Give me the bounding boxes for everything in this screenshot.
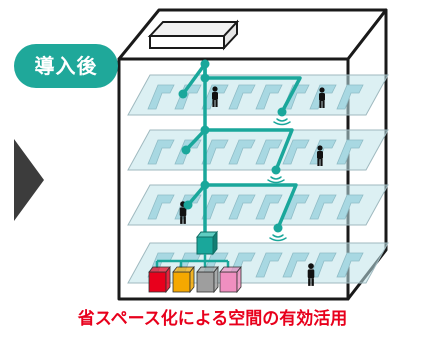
- desk: [174, 84, 202, 110]
- floor-2: [127, 184, 389, 226]
- desk: [255, 252, 283, 278]
- network-cabling: [178, 59, 302, 242]
- desk: [336, 252, 364, 278]
- desk: [201, 84, 229, 110]
- server-cabinet-icon: [196, 265, 219, 294]
- desk: [309, 252, 337, 278]
- network-node: [200, 180, 210, 190]
- desk: [147, 194, 175, 220]
- desk: [228, 84, 256, 110]
- person-icon: [317, 145, 323, 166]
- wireless-access-point-icon: [273, 107, 291, 126]
- network-hub-icon: [195, 230, 219, 256]
- desk: [201, 194, 229, 220]
- arrow-icon: [14, 139, 44, 221]
- network-node: [181, 145, 191, 155]
- person-icon: [319, 87, 325, 108]
- desk: [147, 139, 175, 165]
- wireless-access-point-icon: [267, 165, 285, 184]
- desk: [282, 252, 310, 278]
- caption-text: 省スペース化による空間の有効活用: [77, 309, 348, 329]
- network-node: [200, 59, 210, 69]
- network-node: [178, 89, 188, 99]
- desk: [228, 194, 256, 220]
- floor-3: [127, 129, 389, 171]
- after-introduction-badge: 導入後: [14, 44, 118, 88]
- desk: [309, 84, 337, 110]
- network-node: [200, 125, 210, 135]
- server-cabinet-icon: [172, 265, 195, 294]
- server-cabinet-icon: [148, 265, 171, 294]
- desk: [309, 194, 337, 220]
- person-icon: [307, 263, 315, 286]
- desk: [255, 84, 283, 110]
- desk: [201, 139, 229, 165]
- rooftop-unit: [147, 19, 240, 51]
- desk: [336, 139, 364, 165]
- desk: [255, 139, 283, 165]
- desk: [147, 84, 175, 110]
- server-cabinet-icon: [219, 265, 242, 294]
- equipment-rack: [148, 230, 242, 294]
- network-node: [200, 73, 210, 83]
- desk: [228, 139, 256, 165]
- desk: [336, 84, 364, 110]
- desk: [336, 194, 364, 220]
- desk: [255, 194, 283, 220]
- floor-4: [127, 74, 389, 116]
- desk: [174, 139, 202, 165]
- network-node: [183, 200, 193, 210]
- wireless-access-point-icon: [269, 223, 287, 242]
- desk: [282, 84, 310, 110]
- desk: [282, 139, 310, 165]
- person-icon: [212, 86, 218, 107]
